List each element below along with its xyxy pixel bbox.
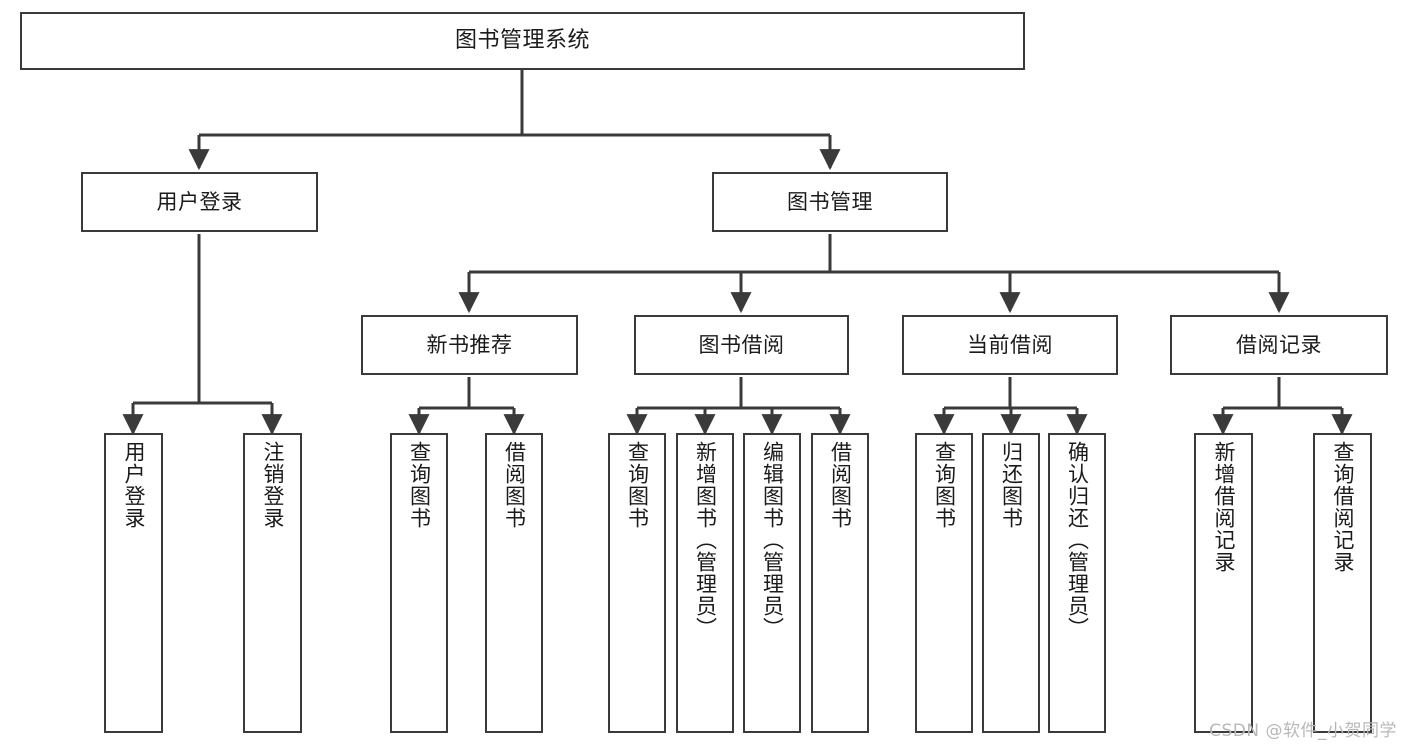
watermark: CSDN @软件_小贺同学 (1209, 721, 1397, 741)
node-book-management[interactable]: 图书管理 (712, 172, 948, 232)
leaf-new-book-borrow[interactable]: 借阅图书 (485, 433, 543, 733)
node-book-borrow[interactable]: 图书借阅 (634, 315, 849, 375)
node-borrow-records[interactable]: 借阅记录 (1170, 315, 1388, 375)
node-label: 查询图书 (932, 441, 957, 529)
node-label: 借阅图书 (828, 441, 853, 529)
leaf-new-book-query[interactable]: 查询图书 (390, 433, 448, 733)
node-label: 当前借阅 (967, 332, 1053, 357)
leaf-borrow-query-book[interactable]: 查询图书 (608, 433, 666, 733)
leaf-borrow-borrow-book[interactable]: 借阅图书 (811, 433, 869, 733)
node-label: 图书借阅 (698, 332, 785, 357)
node-root-system[interactable]: 图书管理系统 (20, 12, 1025, 70)
leaf-current-query-book[interactable]: 查询图书 (915, 433, 973, 733)
leaf-current-return-book[interactable]: 归还图书 (982, 433, 1040, 733)
leaf-borrow-add-book-admin[interactable]: 新增图书（管理员） (676, 433, 734, 733)
node-label: 确认归还（管理员） (1065, 441, 1090, 639)
node-label: 图书管理 (787, 189, 873, 214)
node-label: 查询图书 (407, 441, 432, 529)
node-label: 新增借阅记录 (1211, 441, 1236, 573)
node-current-borrow[interactable]: 当前借阅 (902, 315, 1118, 375)
node-label: 注销登录 (260, 441, 285, 529)
node-label: 借阅记录 (1236, 332, 1322, 357)
node-label: 用户登录 (121, 441, 146, 529)
leaf-borrow-edit-book-admin[interactable]: 编辑图书（管理员） (743, 433, 801, 733)
leaf-current-confirm-return-admin[interactable]: 确认归还（管理员） (1048, 433, 1106, 733)
node-user-login[interactable]: 用户登录 (81, 172, 318, 232)
node-label: 新书推荐 (426, 332, 513, 357)
node-label: 查询图书 (625, 441, 650, 529)
node-label: 归还图书 (999, 441, 1024, 529)
leaf-user-login-login[interactable]: 用户登录 (104, 433, 163, 733)
node-label: 编辑图书（管理员） (760, 441, 785, 639)
node-label: 新增图书（管理员） (693, 441, 718, 639)
node-label: 查询借阅记录 (1330, 441, 1355, 573)
node-label: 借阅图书 (502, 441, 527, 529)
leaf-records-add-record[interactable]: 新增借阅记录 (1194, 433, 1253, 733)
node-new-book-recommend[interactable]: 新书推荐 (361, 315, 578, 375)
leaf-records-query-record[interactable]: 查询借阅记录 (1313, 433, 1372, 733)
node-label: 用户登录 (156, 189, 243, 214)
node-label: 图书管理系统 (454, 28, 590, 54)
leaf-user-login-logout[interactable]: 注销登录 (243, 433, 302, 733)
